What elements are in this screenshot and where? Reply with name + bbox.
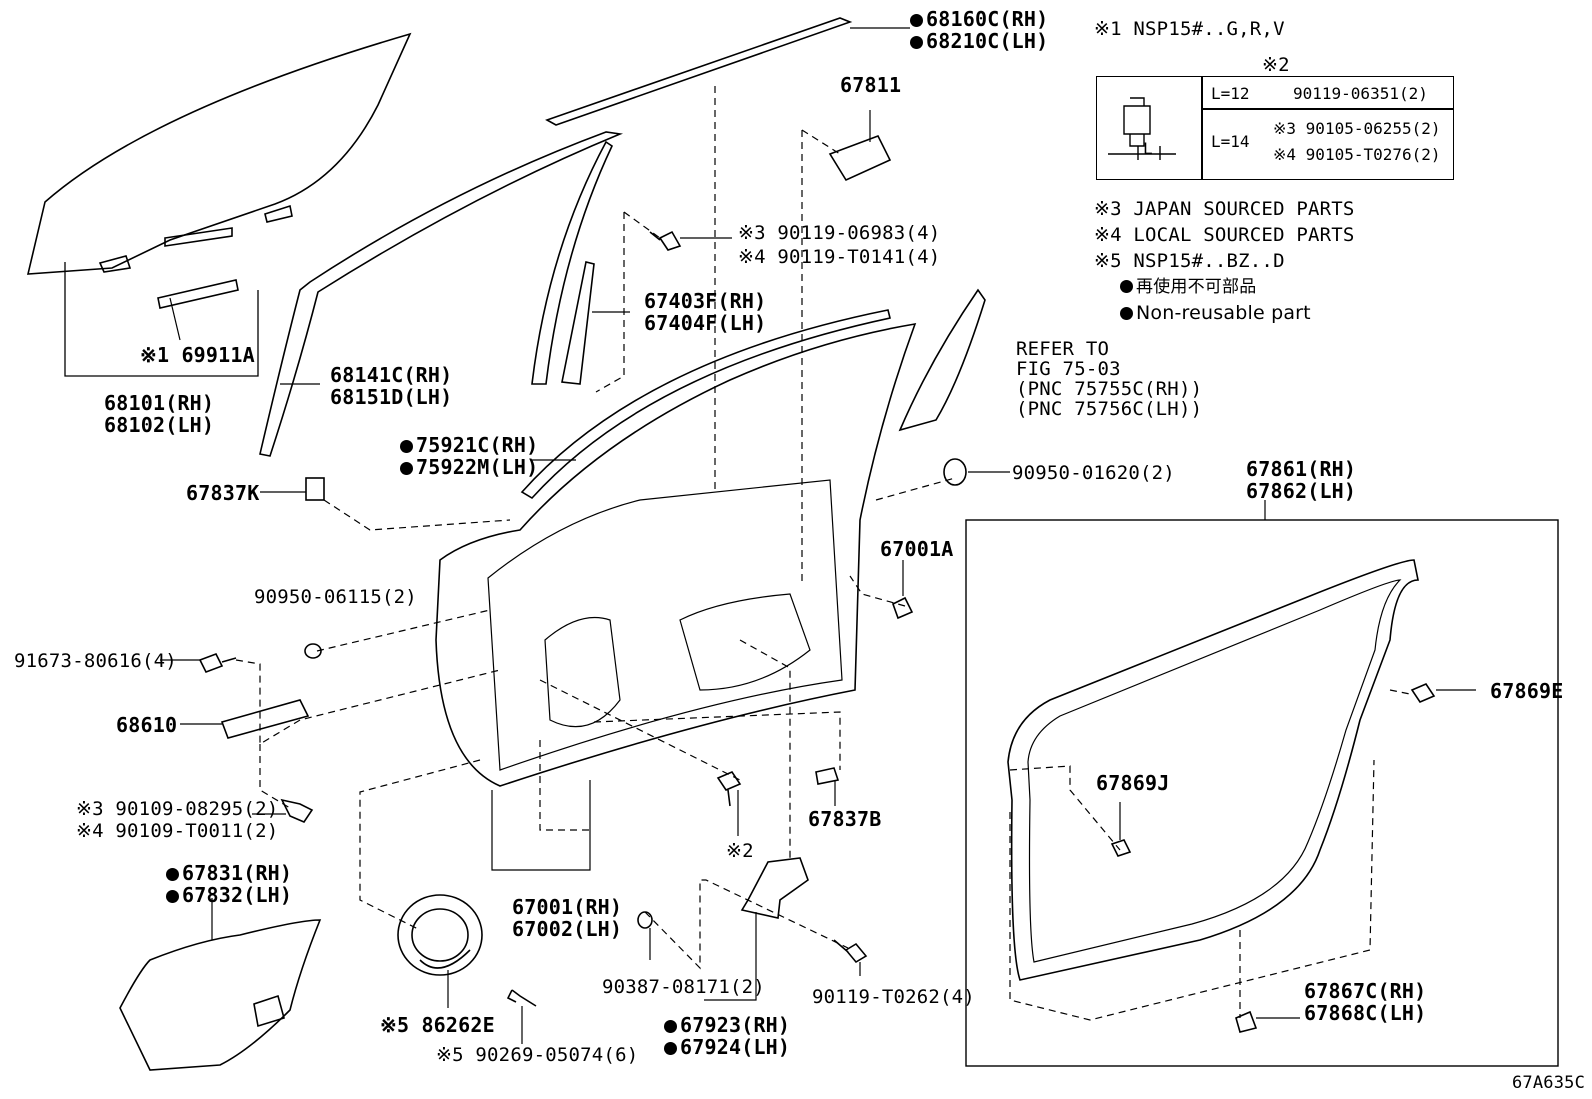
bolt-table-bolt-icon [1123,97,1151,147]
label-90119-t0262: 90119-T0262(4) [812,986,975,1008]
glass-bracket-a [164,227,233,247]
hinge-68610 [220,699,310,739]
label-90109-t0011: ※4 90109-T0011(2) [76,820,279,842]
run-channel-68141 [259,131,624,457]
label-68610: 68610 [116,713,178,737]
weatherstrip-75921 [520,309,891,500]
door-weatherstrip-67861 [1007,559,1419,981]
bolt-90119-t0262 [833,939,868,964]
label-68151d: 68151D(LH) [330,385,453,409]
label-67867c: 67867C(RH) [1304,979,1427,1003]
note-3: ※3 JAPAN SOURCED PARTS [1094,198,1355,220]
label-67869j: 67869J [1096,771,1170,795]
legend-nonreusable-jp: 再使用不可部品 [1120,276,1256,298]
clip-67869j [1110,839,1132,857]
moulding-75755 [898,288,986,432]
note-5: ※5 NSP15#..BZ..D [1094,250,1285,272]
clip-67837k [305,477,325,501]
label-90387-08171: 90387-08171(2) [602,976,765,998]
bolt-row2-part-a: ※3 90105-06255(2) [1273,119,1441,138]
pad-67811 [828,134,892,182]
sash-67403 [531,140,614,385]
cushion-90387 [637,911,653,929]
clip-67837b [815,767,840,785]
label-67869e: 67869E [1490,679,1564,703]
grommet-90950-06115 [304,643,322,659]
label-68102: 68102(LH) [104,413,215,437]
bolt-row2-len: L=14 [1211,132,1250,151]
label-90950-01620: 90950-01620(2) [1012,462,1175,484]
label-68160c: 68160C(RH) [910,8,1048,30]
label-67404f: 67404F(LH) [644,311,767,335]
label-90119-t0141: ※4 90119-T0141(4) [738,246,941,268]
label-67811: 67811 [840,73,902,97]
label-67924: 67924(LH) [664,1036,790,1058]
refer-line-1: REFER TO [1016,338,1110,360]
bolt-table-dim: L [1143,139,1153,158]
label-67403f: 67403F(RH) [644,289,767,313]
note-1: ※1 NSP15#..G,R,V [1094,18,1285,40]
label-68210c: 68210C(LH) [910,30,1048,52]
plug-90950-01620 [943,458,967,486]
bolt-x2 [716,771,742,807]
note-4: ※4 LOCAL SOURCED PARTS [1094,224,1355,246]
strip-69911a [157,279,239,309]
label-67862: 67862(LH) [1246,479,1357,503]
weatherstrip-box [965,519,1559,1067]
label-90950-06115: 90950-06115(2) [254,586,417,608]
label-90109-08295: ※3 90109-08295(2) [76,798,279,820]
label-75922m: 75922M(LH) [400,456,538,478]
label-67837k: 67837K [186,481,260,505]
clip-67867c [1235,1010,1258,1033]
note-2-marker: ※2 [1262,54,1290,76]
bumper-67001a [892,596,914,620]
legend-nonreusable-en: Non-reusable part [1120,302,1311,324]
label-90269-05074: ※5 90269-05074(6) [436,1044,639,1066]
screw-90269 [506,989,537,1007]
bolt-row2-part-b: ※4 90105-T0276(2) [1273,145,1441,164]
refer-line-2: FIG 75-03 [1016,358,1121,380]
glass-bracket-b [98,255,132,273]
label-67868c: 67868C(LH) [1304,1001,1427,1025]
belt-moulding-68160 [545,17,853,126]
bolt-90109 [280,798,314,823]
label-68101: 68101(RH) [104,391,215,415]
label-67002: 67002(LH) [512,917,623,941]
label-86262e: ※5 86262E [380,1013,495,1037]
refer-line-3: (PNC 75755C(RH)) [1016,378,1203,400]
label-90119-06983: ※3 90119-06983(4) [738,222,941,244]
label-67001: 67001(RH) [512,895,623,919]
bracket-67923 [740,857,809,919]
bolt-table: L L=12 90119-06351(2) L=14 ※3 90105-0625… [1096,76,1454,180]
label-x2-bolt: ※2 [726,840,754,862]
label-68141c: 68141C(RH) [330,363,453,387]
bolt-90119-06983 [649,230,682,251]
label-67831: 67831(RH) [166,862,292,884]
label-67923: 67923(RH) [664,1014,790,1036]
diagram-id: 67A635C [1512,1073,1586,1093]
door-glass [26,32,412,275]
label-75921c: 75921C(RH) [400,434,538,456]
label-67861: 67861(RH) [1246,457,1357,481]
label-67832: 67832(LH) [166,884,292,906]
cover-67831 [119,919,322,1071]
label-67001a: 67001A [880,537,954,561]
bolt-91673 [198,652,237,674]
label-91673-80616: 91673-80616(4) [14,650,177,672]
label-67837b: 67837B [808,807,882,831]
speaker-86262e [397,894,483,976]
label-69911a: ※1 69911A [140,343,255,367]
bolt-row1-len: L=12 [1211,84,1250,103]
door-panel-67001 [435,322,917,787]
bolt-row1-part: 90119-06351(2) [1293,84,1428,103]
clip-67869e [1410,683,1436,703]
glass-bracket-c [264,204,293,223]
refer-line-4: (PNC 75756C(LH)) [1016,398,1203,420]
